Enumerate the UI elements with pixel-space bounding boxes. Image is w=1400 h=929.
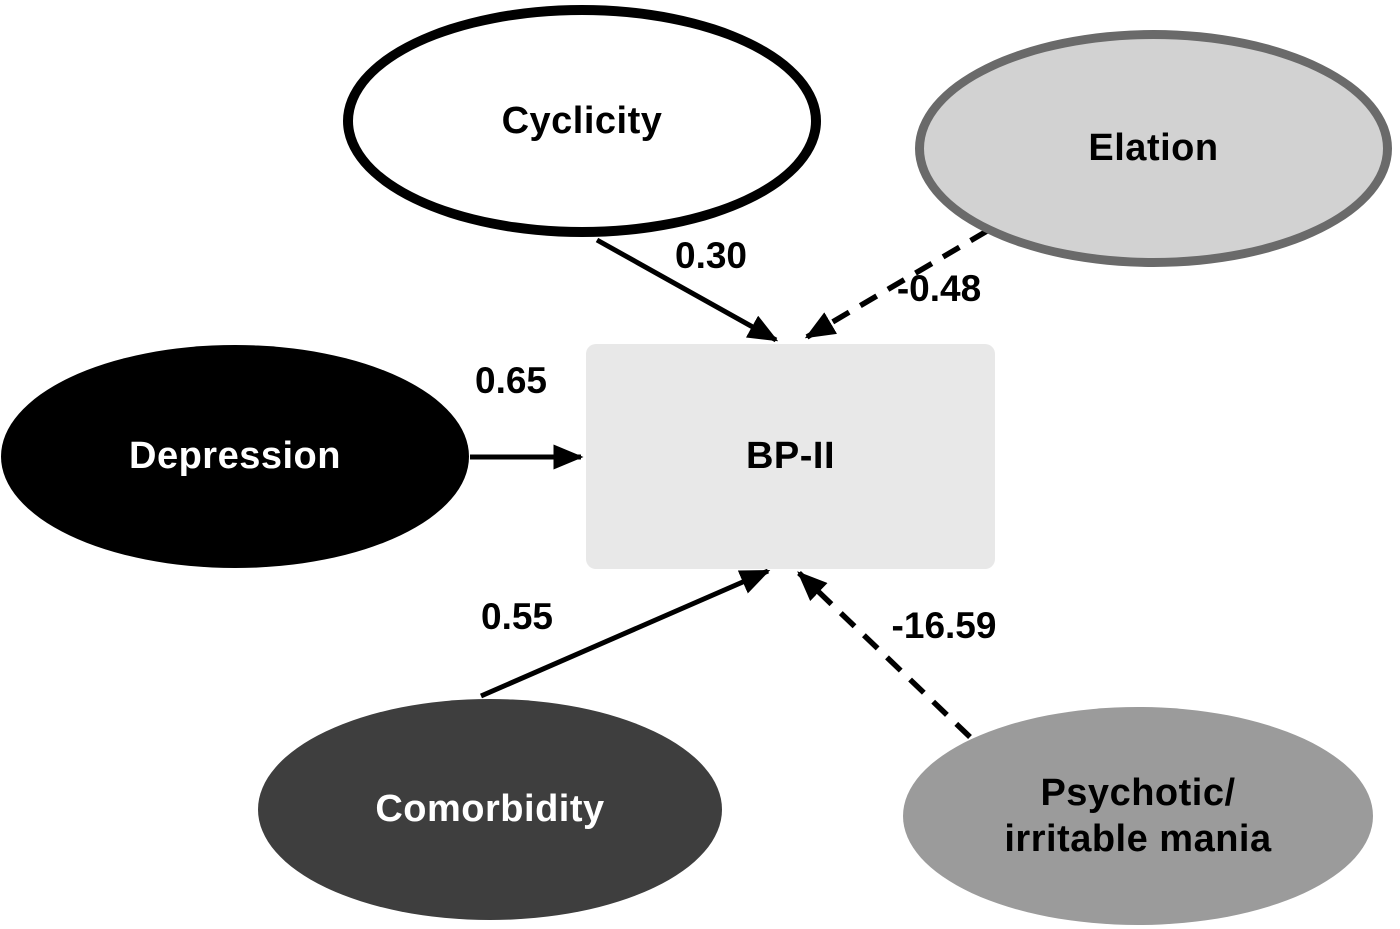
node-elation: Elation [915, 30, 1392, 267]
edge-weight-psychotic-bpii: -16.59 [891, 605, 997, 646]
node-depression-label: Depression [129, 435, 341, 477]
node-psychotic-irritable-mania: Psychotic/ irritable mania [903, 707, 1373, 925]
node-elation-label: Elation [1088, 127, 1219, 169]
edge-weight-cyclicity-bpii: 0.30 [674, 235, 748, 276]
edge-psychotic-to-bpii [797, 571, 972, 739]
node-cyclicity-label: Cyclicity [501, 99, 663, 142]
node-bpii-label: BP-II [745, 435, 836, 477]
edge-weight-comorbidity-bpii: 0.55 [480, 596, 554, 637]
edge-weight-elation-bpii: -0.48 [896, 268, 982, 309]
node-comorbidity: Comorbidity [258, 699, 722, 920]
node-depression: Depression [1, 345, 469, 568]
node-comorbidity-label: Comorbidity [375, 788, 605, 830]
node-bpii: BP-II [586, 344, 995, 569]
edge-weight-depression-bpii: 0.65 [474, 360, 548, 401]
node-psychotic-label: Psychotic/ irritable mania [1004, 771, 1272, 860]
node-cyclicity: Cyclicity [343, 5, 821, 237]
